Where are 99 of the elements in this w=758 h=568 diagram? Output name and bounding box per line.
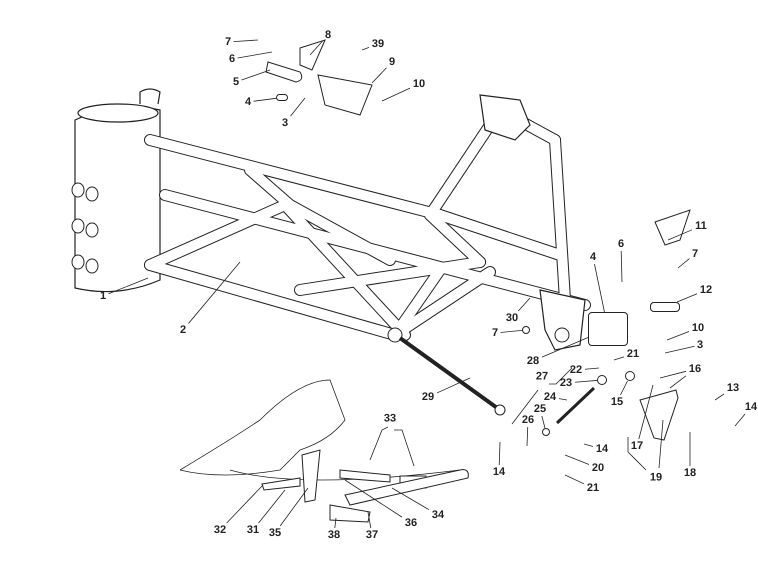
leader-line <box>666 331 690 340</box>
callout-number: 13 <box>726 382 740 394</box>
footpeg <box>650 302 680 312</box>
leader-line <box>638 384 654 440</box>
leader-line <box>362 46 370 50</box>
leader-line <box>558 398 568 400</box>
callout-number: 23 <box>560 378 572 388</box>
leader-line <box>253 98 276 102</box>
bolt-head <box>276 94 288 101</box>
leader-line <box>564 474 584 484</box>
leader-line <box>344 480 402 518</box>
leader-line <box>290 98 306 117</box>
leader-line <box>368 512 372 528</box>
callout-number: 35 <box>268 528 282 538</box>
leader-line <box>436 378 470 394</box>
callout-number: 8 <box>324 30 332 40</box>
leader-line <box>564 454 590 465</box>
leader-line <box>574 380 598 383</box>
leader-line <box>584 368 600 370</box>
callout-number: 32 <box>214 524 226 536</box>
callout-number: 9 <box>388 56 396 68</box>
callout-number: 10 <box>412 78 426 90</box>
callout-number: 10 <box>692 322 704 334</box>
leader-line <box>108 278 148 294</box>
leader-line <box>233 40 258 42</box>
callout-number: 7 <box>492 328 498 338</box>
callout-number: 17 <box>630 440 644 452</box>
leader-line <box>614 356 624 360</box>
leader-line <box>594 264 605 312</box>
leader-line <box>280 488 308 526</box>
leader-line <box>664 346 695 354</box>
mounting-bracket <box>588 312 628 346</box>
leader-line <box>372 67 387 84</box>
bolt-head <box>522 326 530 334</box>
leader-line <box>498 442 500 466</box>
leader-line <box>188 262 240 324</box>
leader-line <box>392 488 430 510</box>
leader-line <box>678 258 690 268</box>
callout-number: 6 <box>228 54 236 64</box>
leader-line <box>500 330 522 333</box>
leader-line <box>670 375 686 388</box>
washer <box>625 371 635 381</box>
callout-number: 26 <box>522 414 534 426</box>
callout-number: 37 <box>366 530 378 540</box>
callout-number: 7 <box>224 36 232 48</box>
callout-number: 29 <box>422 392 434 402</box>
callout-number: 15 <box>610 396 624 408</box>
callout-number: 31 <box>246 524 260 536</box>
leader-line <box>518 298 530 312</box>
leader-line <box>660 370 686 378</box>
callout-number: 5 <box>232 76 240 88</box>
callout-number: 20 <box>592 462 604 474</box>
callout-number: 4 <box>244 96 252 108</box>
leader-line <box>237 52 272 58</box>
callout-number: 19 <box>650 472 662 484</box>
callout-number: 30 <box>506 312 518 324</box>
callout-number: 6 <box>618 238 624 250</box>
callout-number: 11 <box>695 220 707 232</box>
callout-number: 14 <box>596 444 608 454</box>
callout-number: 36 <box>404 518 418 528</box>
leader-line <box>334 518 336 528</box>
leader-line <box>226 484 264 524</box>
callout-number: 18 <box>684 468 696 478</box>
leader-line <box>541 416 546 428</box>
callout-number: 39 <box>372 38 384 50</box>
callout-number: 3 <box>282 118 288 128</box>
callout-number: 14 <box>492 466 506 478</box>
leader-line <box>668 229 692 240</box>
callout-number: 21 <box>626 348 640 360</box>
leader-line <box>620 380 628 396</box>
callout-number: 12 <box>700 284 712 296</box>
callout-number: 33 <box>384 414 396 424</box>
rod-end <box>597 375 607 385</box>
callout-number: 34 <box>432 510 444 520</box>
callout-number: 38 <box>328 530 340 540</box>
callout-number: 22 <box>570 364 582 376</box>
leader-line <box>734 414 746 426</box>
callout-number: 14 <box>744 402 758 412</box>
leader-line <box>310 40 323 56</box>
leader-line <box>584 444 594 447</box>
callout-number: 25 <box>534 404 546 414</box>
callout-number: 2 <box>180 324 186 336</box>
leader-line <box>241 70 270 80</box>
callout-number: 7 <box>692 248 698 260</box>
callout-number: 27 <box>536 372 548 382</box>
leader-line <box>526 426 528 446</box>
leader-line <box>382 88 410 102</box>
callout-number: 24 <box>544 392 556 402</box>
nut <box>542 428 550 436</box>
callout-number: 16 <box>688 364 702 374</box>
leader-line <box>258 490 286 524</box>
callout-number: 4 <box>590 252 596 262</box>
callout-number: 3 <box>696 340 704 350</box>
leader-line <box>714 394 724 400</box>
callout-number: 21 <box>586 482 600 494</box>
callout-number: 28 <box>526 356 540 366</box>
leader-line <box>542 337 588 358</box>
leader-line <box>620 250 622 282</box>
leader-line <box>676 293 698 302</box>
